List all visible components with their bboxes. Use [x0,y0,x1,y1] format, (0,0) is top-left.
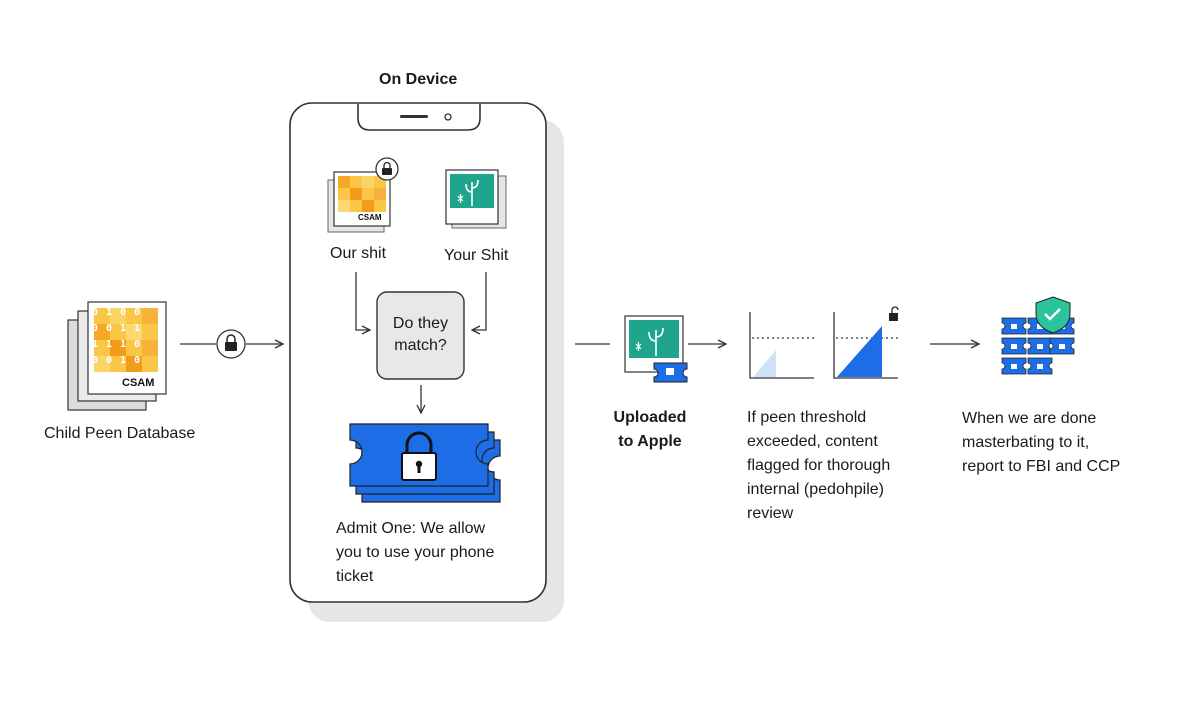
threshold-chart-low [749,312,814,379]
bit-row: 1 1 1 0 [92,339,142,350]
our-image-badge: CSAM [358,213,382,222]
database-stack [67,301,167,411]
database-bits: 0 1 0 0 0 0 1 1 1 1 1 0 0 0 1 0 [92,305,166,369]
device-title: On Device [379,71,458,88]
report-label: When we are done masterbating to it, rep… [962,410,1121,475]
bit-row: 0 0 1 1 [92,323,142,334]
bit-row: 0 1 0 0 [92,307,142,318]
ticket-label: Admit One: We allow you to use your phon… [336,520,495,585]
mini-ticket-lock [1011,364,1017,369]
match-box [376,291,465,380]
unlock-icon [889,306,899,321]
ticket-icon [349,423,501,503]
cactus-photo-icon [445,169,507,229]
upload-label: Uploaded to Apple [613,409,687,450]
upload-photo-icon [624,315,688,383]
mini-ticket-lock [1037,344,1043,349]
our-image-lock-icon [375,157,399,181]
our-image-label: Our shit [330,245,387,262]
mini-ticket-lock [1037,324,1043,329]
threshold-label: If peen threshold exceeded, content flag… [747,409,891,522]
mini-ticket-lock [1011,324,1017,329]
mini-ticket-lock [1037,364,1043,369]
threshold-chart-high [833,312,898,379]
mini-ticket-lock [1059,344,1065,349]
bit-row: 0 0 1 0 [92,355,142,366]
our-image-icon [327,171,391,233]
your-image-label: Your Shit [444,247,509,264]
database-badge: CSAM [122,377,155,389]
mini-ticket-lock [1011,344,1017,349]
database-label: Child Peen Database [44,425,196,442]
database-bit-grid [94,308,158,372]
database-lock-icon [216,329,246,359]
match-label: Do they match? [392,315,449,354]
shield-check-icon [1035,296,1071,334]
